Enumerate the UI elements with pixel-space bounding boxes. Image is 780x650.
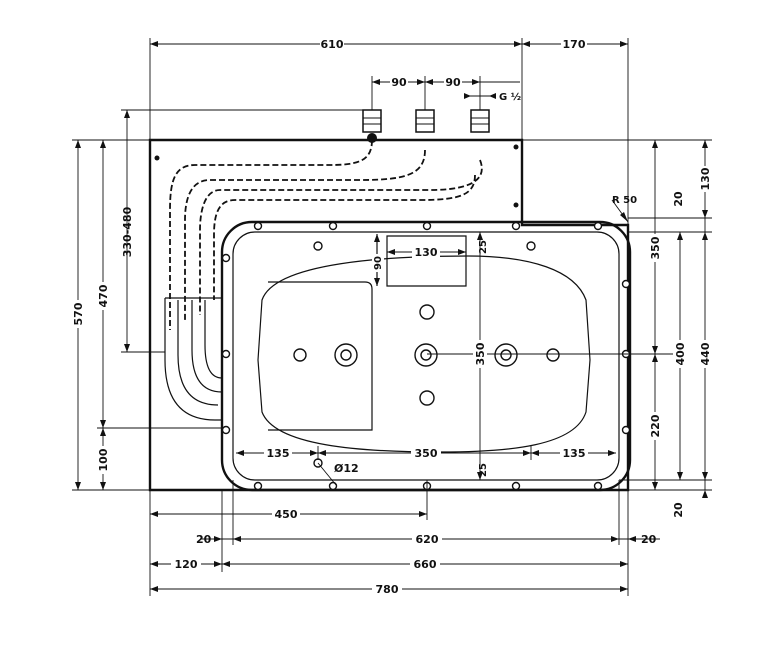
water-pipes [169,139,483,330]
dim-left-470: 470 [97,284,110,307]
dimension-lines [72,38,712,596]
dim-right-20-bottom: 20 [672,502,685,518]
dim-bottom-660: 660 [414,558,437,571]
dim-inner-130: 130 [415,246,438,259]
dim-right-400: 400 [674,342,687,365]
dim-bottom-620: 620 [416,533,439,546]
dim-bottom-120: 120 [175,558,198,571]
pipe-tails [164,297,223,421]
dim-right-440: 440 [699,342,712,365]
dim-bottom-450: 450 [275,508,298,521]
dimension-labels: 610 170 90 90 G ½ R 50 330-480 470 570 1… [71,37,712,596]
dim-inner-135-right: 135 [563,447,586,460]
dim-inner-135-left: 135 [267,447,290,460]
dim-inner-350-vertical: 350 [474,342,487,365]
dim-conn-90-a: 90 [391,76,407,89]
headrest [268,281,373,431]
dim-conn-90-b: 90 [445,76,461,89]
dim-radius: R 50 [612,195,637,206]
tub-inner-rim [232,231,620,481]
connector-valves [362,109,490,143]
dim-inner-25-top: 25 [478,240,489,254]
dim-bottom-780: 780 [376,583,399,596]
jets [293,241,560,468]
dim-top-610: 610 [321,38,344,51]
platform-screw [513,144,519,150]
dim-right-20-top: 20 [672,191,685,207]
platform-screw [154,155,160,161]
dim-diameter: Ø12 [334,462,359,475]
dim-right-220: 220 [649,414,662,437]
dim-left-100: 100 [97,448,110,471]
dim-thread: G ½ [499,92,521,103]
dim-left-330-480: 330-480 [121,206,134,257]
dim-bottom-20-left: 20 [196,533,212,546]
dim-right-350: 350 [649,236,662,259]
dim-top-170: 170 [563,38,586,51]
dim-left-570: 570 [72,302,85,325]
dim-inner-350-horizontal: 350 [415,447,438,460]
rim-screws [221,221,631,491]
platform-screw [513,202,519,208]
dim-inner-25-bottom: 25 [478,463,489,477]
top-niche [386,235,467,287]
dim-right-130: 130 [699,167,712,190]
dim-inner-90: 90 [373,256,384,270]
dim-bottom-20-right: 20 [641,533,657,546]
